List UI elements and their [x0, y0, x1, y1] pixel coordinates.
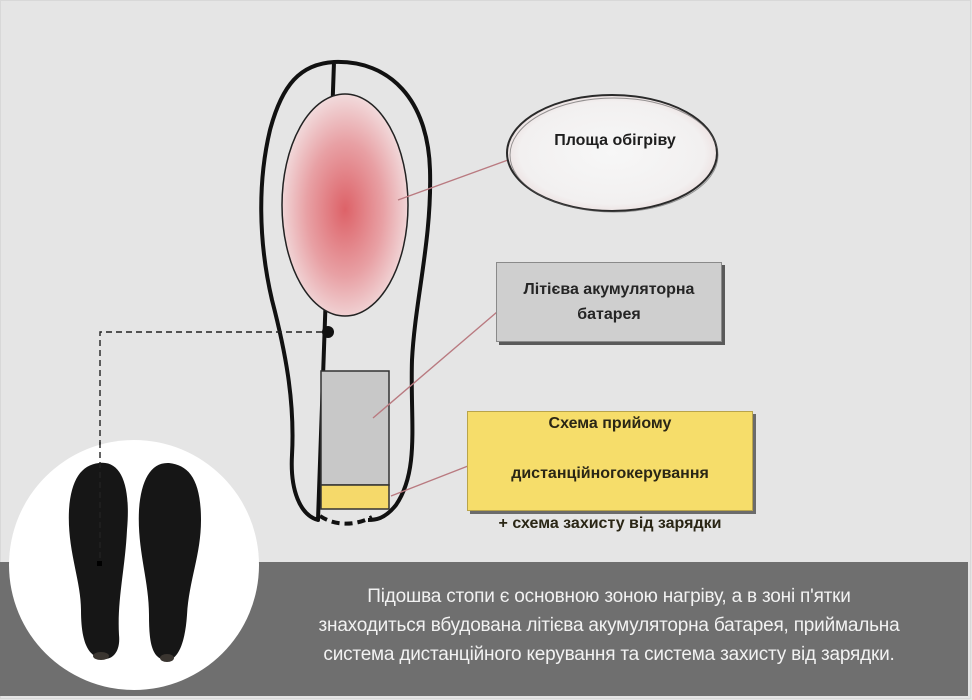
insole-photo	[9, 332, 259, 690]
sensor-dot	[322, 326, 334, 338]
leader-circuit	[390, 465, 469, 497]
caption-line3: система дистанційного керування та систе…	[323, 644, 895, 665]
left-insole-photo	[68, 462, 128, 660]
insole-heel-dashed	[318, 514, 373, 526]
battery-label-line1: Літієва акумуляторна	[523, 281, 695, 298]
heating-area-bubble	[506, 94, 718, 212]
insole-outline	[259, 59, 433, 522]
circuit-label-line1: Схема прийому	[548, 415, 672, 432]
caption-line2: знаходиться вбудована літієва акумулятор…	[318, 615, 900, 636]
battery-label-line2: батарея	[577, 306, 641, 323]
dashed-connector	[99, 331, 322, 565]
leader-heating	[397, 159, 509, 201]
circuit-label-line2: дистанційногокерування	[511, 465, 709, 482]
battery-label-box: Літієва акумуляторна батарея	[496, 262, 722, 342]
caption-text: Підошва стопи є основною зоною нагріву, …	[250, 582, 968, 669]
battery-block	[320, 370, 390, 486]
circuit-block	[320, 484, 390, 510]
battery-label: Літієва акумуляторна батарея	[524, 277, 695, 327]
heating-zone	[281, 93, 409, 317]
circuit-label-line3: + схема захисту від зарядки	[498, 515, 722, 532]
circuit-label-box: Схема прийому дистанційногокерування + с…	[467, 411, 753, 532]
photo-sensor-marker	[97, 561, 102, 566]
right-insole-photo	[138, 462, 201, 661]
left-insole-connector	[93, 652, 109, 660]
insole-pair-image	[68, 332, 201, 662]
circuit-label: Схема прийому дистанційногокерування + с…	[499, 386, 722, 536]
right-insole-connector	[160, 654, 174, 662]
heating-area-bubble-shadow	[509, 97, 719, 213]
heating-area-label: Площа обігріву	[554, 132, 676, 149]
leader-battery	[372, 311, 498, 419]
caption-line1: Підошва стопи є основною зоною нагріву, …	[367, 586, 851, 607]
